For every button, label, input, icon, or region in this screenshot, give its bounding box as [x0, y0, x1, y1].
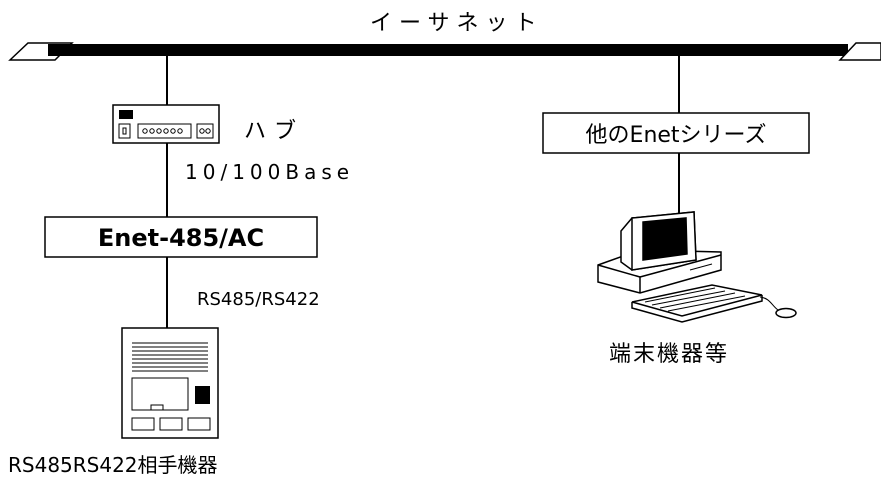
hub-port-uplink — [196, 123, 214, 139]
hub-label: ハブ — [244, 119, 304, 144]
hub-device — [112, 104, 220, 144]
ethernet-bus — [8, 42, 881, 61]
hub-led — [119, 110, 133, 119]
ethernet-label: イーサネット — [370, 11, 544, 36]
other-enet-label: 他のEnetシリーズ — [586, 123, 767, 148]
hub-speed-label: 10/100Base — [185, 160, 354, 184]
ethernet-right-terminator — [838, 42, 881, 61]
terminal-label: 端末機器等 — [609, 342, 729, 367]
other-enet-box — [542, 112, 810, 154]
hub-ports — [137, 123, 192, 139]
rs-device-icon — [121, 327, 219, 439]
terminal-computer-icon — [597, 211, 797, 323]
enet485-label: Enet-485/AC — [98, 224, 264, 252]
rs-link-label: RS485/RS422 — [197, 289, 320, 310]
hub-port-power — [118, 123, 131, 139]
rs-device-label: RS485RS422相手機器 — [8, 453, 218, 477]
ethernet-line — [48, 44, 848, 56]
enet485-box — [44, 216, 318, 258]
